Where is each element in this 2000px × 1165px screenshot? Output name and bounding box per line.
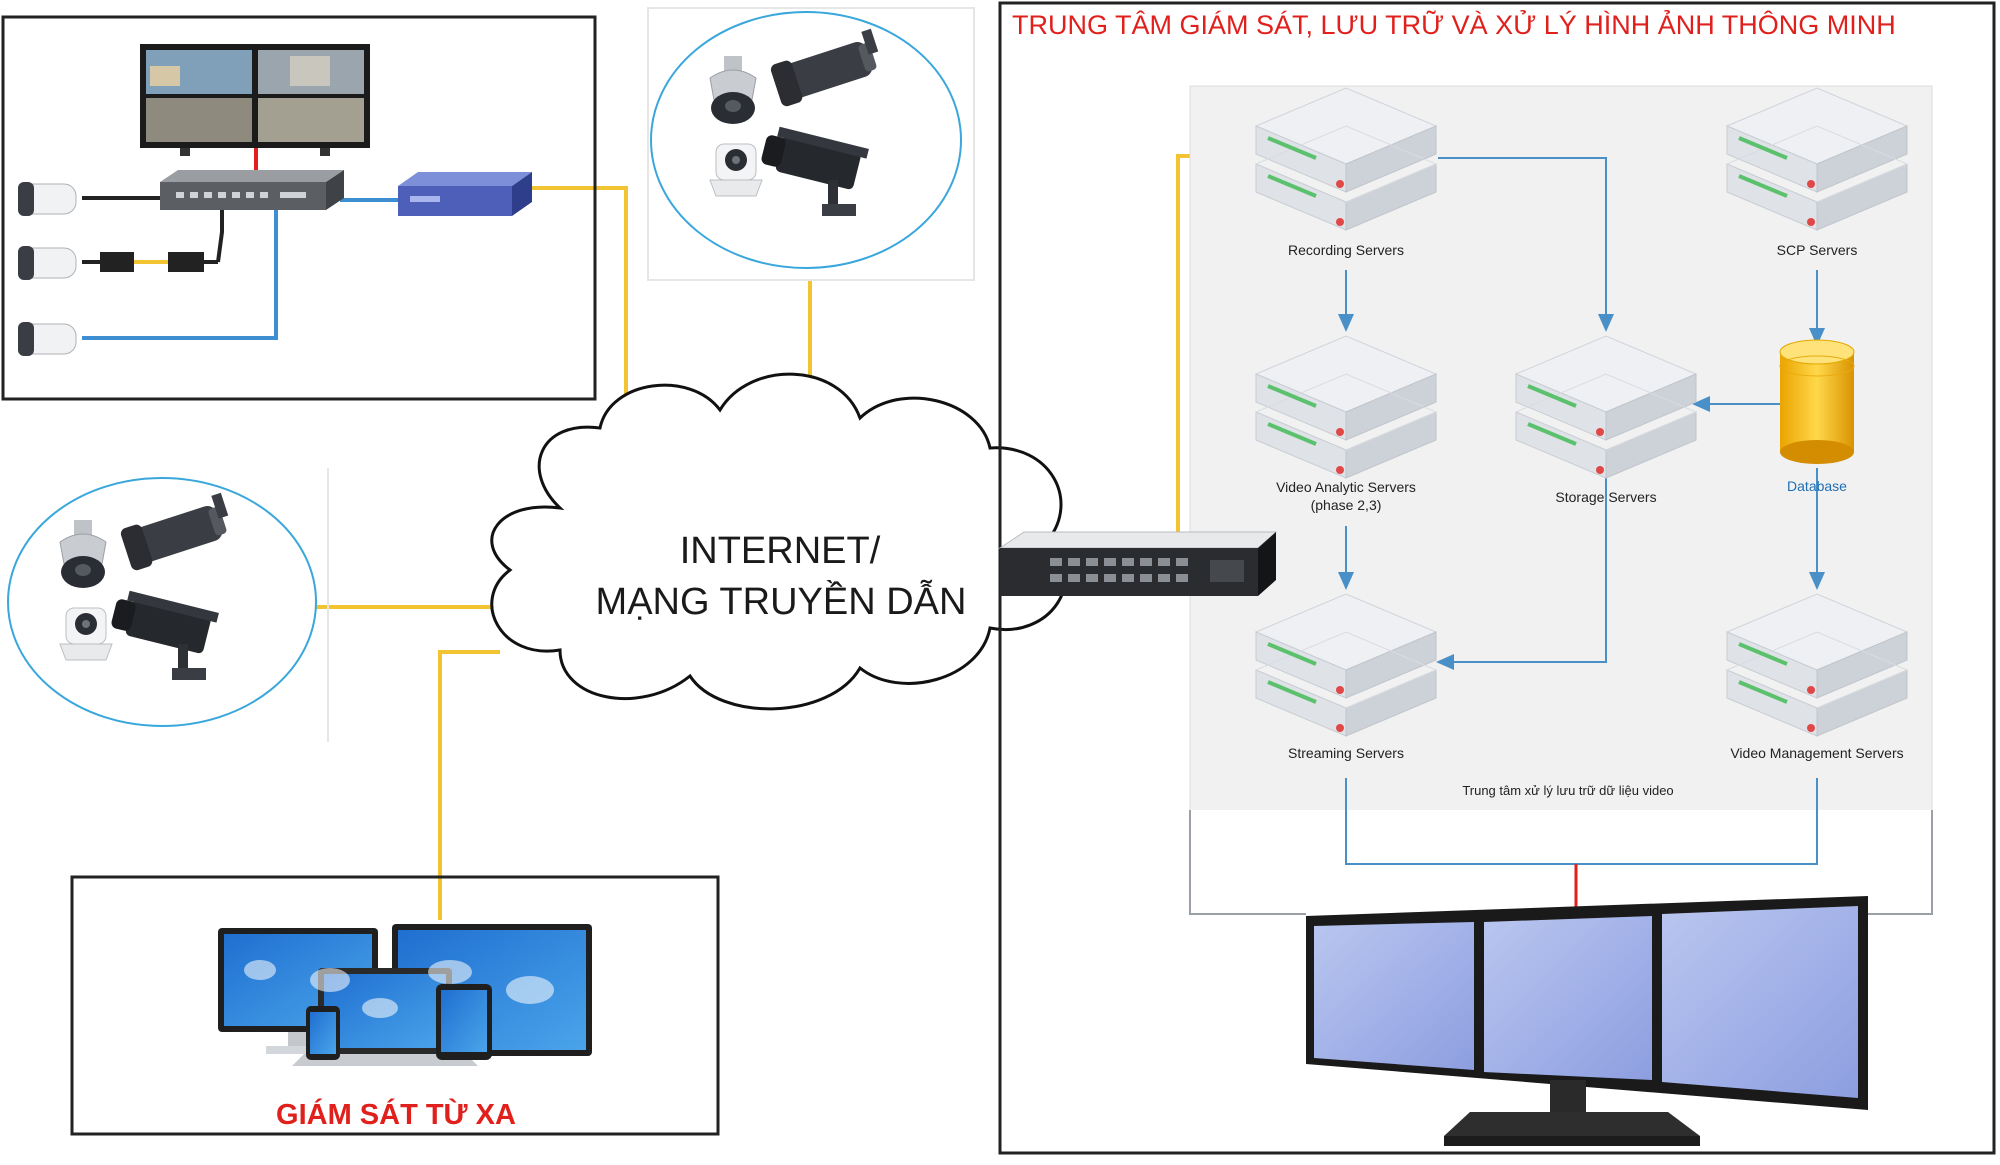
monitor-icon: [1306, 896, 1868, 1146]
center-panel: TRUNG TÂM GIÁM SÁT, LƯU TRỮ VÀ XỬ LÝ HÌN…: [998, 1, 1996, 1155]
label-recording-servers: Recording Servers: [1288, 242, 1404, 258]
cloud-icon: INTERNET/ MẠNG TRUYỀN DẪN: [490, 372, 1067, 711]
camera-icon: [18, 182, 204, 356]
center-title: TRUNG TÂM GIÁM SÁT, LƯU TRỮ VÀ XỬ LÝ HÌN…: [1012, 8, 1896, 40]
switch-icon: [998, 531, 1278, 596]
local-site-panel: [1, 15, 597, 401]
label-database: Database: [1787, 478, 1847, 494]
local-site-links: [82, 146, 400, 340]
database-icon: [1779, 339, 1855, 464]
center-caption: Trung tâm xử lý lưu trữ dữ liệu video: [1462, 783, 1673, 798]
monitor-icon: [140, 44, 370, 156]
camera-group-left: [7, 468, 329, 742]
label-scp-servers: SCP Servers: [1777, 242, 1858, 258]
remote-monitoring-label: GIÁM SÁT TỪ XA: [276, 1097, 516, 1131]
server-video-management: Video Management Servers: [1725, 592, 1909, 761]
label-storage-servers: Storage Servers: [1555, 489, 1656, 505]
label-video-analytic-servers: Video Analytic Servers: [1276, 479, 1416, 495]
server-scp: SCP Servers: [1725, 86, 1909, 258]
server-recording: Recording Servers: [1254, 86, 1438, 258]
server-video-analytic: Video Analytic Servers (phase 2,3): [1254, 334, 1438, 513]
server-storage: Storage Servers: [1514, 334, 1698, 505]
label-streaming-servers: Streaming Servers: [1288, 745, 1404, 761]
monitor-icon: [218, 924, 592, 1066]
cloud-label-line2: MẠNG TRUYỀN DẪN: [596, 579, 967, 623]
label-video-management-servers: Video Management Servers: [1730, 745, 1903, 761]
nvr-icon: [160, 170, 344, 210]
remote-monitoring-panel: GIÁM SÁT TỪ XA: [70, 875, 720, 1136]
camera-group-top: [647, 7, 975, 281]
label-video-analytic-phase: (phase 2,3): [1311, 497, 1382, 513]
cloud-label-line1: INTERNET/: [680, 530, 881, 572]
switch-icon: [398, 172, 532, 216]
database: Database: [1779, 339, 1855, 494]
server-streaming: Streaming Servers: [1254, 592, 1438, 761]
data-flow-arrows: [1338, 157, 1825, 865]
